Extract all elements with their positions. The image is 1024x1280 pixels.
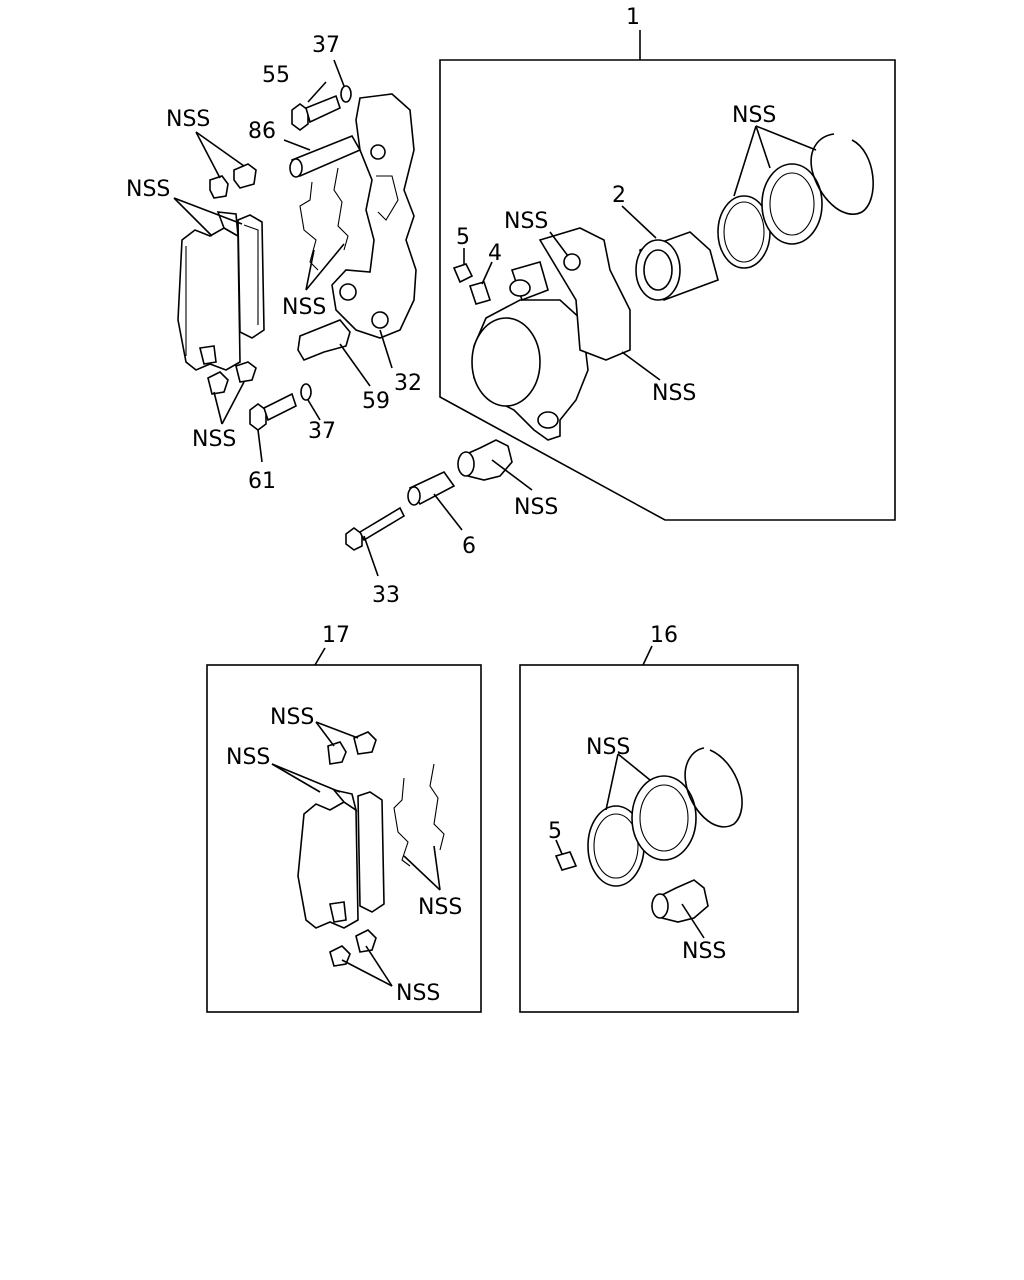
callout-16: 16 — [650, 623, 678, 648]
bleeder-screw-4 — [468, 281, 492, 305]
callout-37-top: 37 — [312, 33, 340, 58]
bolt-33 — [345, 506, 406, 551]
callout-nss-16-seals: NSS — [586, 735, 630, 760]
leader-17 — [314, 647, 326, 666]
callout-nss-springs: NSS — [282, 295, 326, 320]
callout-nss-housing-top: NSS — [504, 209, 548, 234]
callout-nss-pin-boot: NSS — [514, 495, 558, 520]
callout-nss-pads: NSS — [126, 177, 170, 202]
callout-32: 32 — [394, 371, 422, 396]
dust-boot-inner — [769, 172, 815, 236]
callout-61: 61 — [248, 469, 276, 494]
leaders-16 — [555, 753, 705, 939]
callout-nss-seals: NSS — [732, 103, 776, 128]
pad-kit-frame — [206, 664, 482, 1013]
bolt-55 — [291, 94, 341, 131]
callout-2: 2 — [612, 183, 626, 208]
bolt-61 — [249, 392, 297, 431]
caliper-bracket — [331, 93, 417, 339]
callout-nss-17-bottom: NSS — [396, 981, 440, 1006]
guide-pin-86 — [289, 134, 362, 178]
callout-33: 33 — [372, 583, 400, 608]
slide-pin-6 — [407, 470, 456, 506]
caliper-housing — [471, 227, 631, 441]
piston-seal-inner — [723, 201, 765, 263]
callout-nss-housing: NSS — [652, 381, 696, 406]
callout-59: 59 — [362, 389, 390, 414]
callout-55: 55 — [262, 63, 290, 88]
pad-clips-top — [207, 163, 257, 395]
leaders-17 — [271, 721, 441, 987]
anti-rattle-springs — [299, 167, 349, 271]
callout-nss-17-springs: NSS — [418, 895, 462, 920]
washer-37-bottom — [300, 383, 312, 401]
leaders-top — [173, 59, 817, 577]
callout-17: 17 — [322, 623, 350, 648]
pad-kit-17 — [297, 731, 445, 967]
callout-5: 5 — [456, 225, 470, 250]
caliper-assembly-frame — [439, 59, 896, 521]
callout-5-kit: 5 — [548, 819, 562, 844]
callout-nss-16-boot: NSS — [682, 939, 726, 964]
seal-kit-frame — [519, 664, 799, 1013]
callout-86: 86 — [248, 119, 276, 144]
callout-nss-clips-top: NSS — [166, 107, 210, 132]
callout-4: 4 — [488, 241, 502, 266]
piston-2 — [635, 231, 719, 301]
bleeder-cap-5 — [452, 263, 474, 284]
leader-16 — [642, 645, 653, 666]
washer-37-top — [340, 85, 352, 103]
callout-1: 1 — [626, 5, 640, 30]
callout-nss-clips-bottom: NSS — [192, 427, 236, 452]
callout-nss-17-clips: NSS — [270, 705, 314, 730]
callout-37-bottom: 37 — [308, 419, 336, 444]
pin-boot — [457, 439, 513, 481]
seal-kit-16 — [554, 747, 743, 923]
brake-pad-set — [177, 211, 265, 371]
shim — [297, 319, 351, 361]
callout-6: 6 — [462, 534, 476, 559]
dust-boot — [761, 163, 823, 245]
callout-nss-17-pads: NSS — [226, 745, 270, 770]
